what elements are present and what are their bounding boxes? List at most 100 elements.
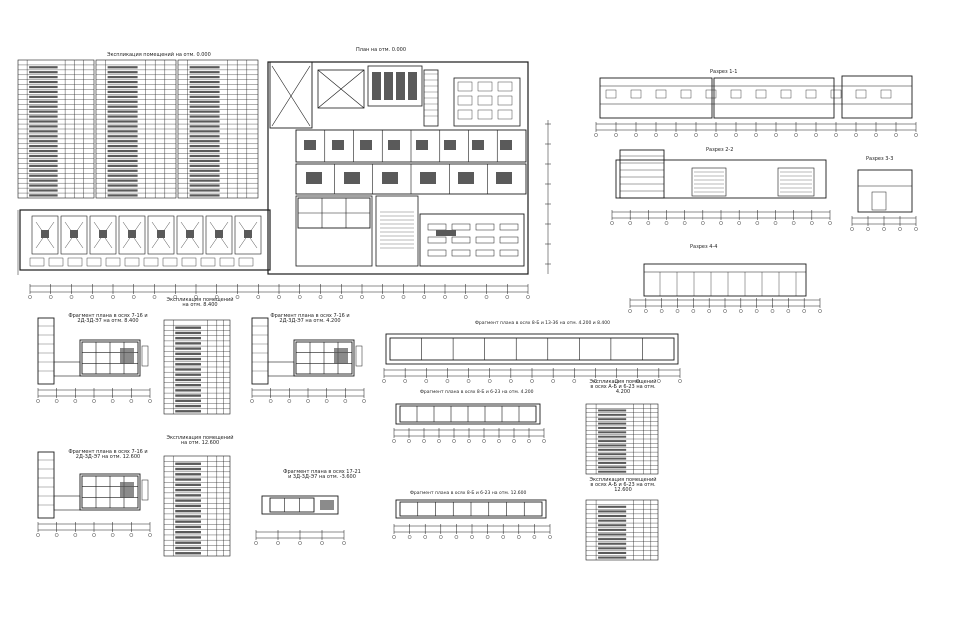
- axis-marker: [250, 399, 254, 403]
- west-wing-cell: [200, 257, 216, 267]
- axis-marker: [527, 439, 531, 443]
- axis-marker: [484, 295, 489, 299]
- axis-marker: [674, 133, 678, 137]
- table-cell-text: [107, 179, 138, 182]
- table-cell-text: [175, 378, 201, 382]
- axis-marker: [318, 295, 323, 299]
- axis-marker: [36, 399, 40, 403]
- axis-marker: [423, 535, 428, 539]
- window: [780, 89, 792, 99]
- section-1-1: [594, 75, 918, 137]
- axis-marker: [694, 133, 698, 137]
- strip-2-dimensions: [392, 428, 546, 443]
- west-wing-cell: [162, 257, 178, 267]
- equipment-block: [372, 72, 381, 100]
- table-cell-text: [598, 435, 627, 438]
- table-cell-text: [189, 90, 220, 94]
- fragment-plan-4: [254, 495, 346, 545]
- axis-marker: [834, 133, 838, 137]
- west-wing-cell: [143, 257, 159, 267]
- west-wing-cell: [67, 257, 83, 267]
- axis-marker: [36, 533, 40, 537]
- room-fixture: [416, 140, 428, 150]
- axis-marker: [152, 295, 157, 299]
- axis-marker: [773, 221, 778, 225]
- table-cell-text: [598, 510, 627, 513]
- axis-marker: [894, 133, 898, 137]
- table-cell-text: [175, 331, 201, 335]
- building-outline: [267, 61, 529, 275]
- table-cell-text: [175, 410, 201, 413]
- table-cell-text: [189, 95, 220, 98]
- table-cell-text: [107, 125, 138, 128]
- schedule-table-1: [163, 319, 231, 415]
- table-cell-text: [107, 76, 138, 79]
- axis-marker: [818, 309, 822, 313]
- table-cell-text: [107, 80, 138, 84]
- table-cell-text: [29, 164, 58, 167]
- axis-marker: [614, 379, 619, 383]
- fragment-annex: [355, 345, 363, 367]
- table-cell-text: [598, 413, 627, 416]
- fragment-plan-1: [36, 317, 152, 403]
- fragment-1-title: Фрагмент плана в осях 7-16 и 2Д-3Д-Э7 на…: [68, 313, 148, 324]
- axis-marker: [770, 309, 775, 313]
- axis-marker: [874, 133, 878, 137]
- axis-marker: [324, 399, 329, 403]
- west-wing-cell: [219, 257, 235, 267]
- axis-marker: [148, 399, 152, 403]
- table-cell-text: [189, 194, 220, 197]
- table-cell-text: [175, 504, 201, 508]
- fragment-dimensions: [36, 522, 152, 537]
- axis-marker: [719, 221, 723, 225]
- table-cell-text: [175, 520, 201, 523]
- axis-marker: [866, 227, 870, 231]
- table-cell-text: [175, 352, 201, 355]
- table-cell-text: [107, 66, 138, 69]
- axis-marker: [678, 379, 682, 383]
- schedule-column-2: [95, 59, 177, 199]
- table-cell-text: [175, 462, 201, 465]
- table-cell-text: [189, 80, 220, 84]
- axis-marker: [497, 439, 501, 443]
- table-cell-text: [175, 552, 201, 555]
- axis-marker: [739, 309, 743, 313]
- fragment-rooms: [79, 473, 141, 511]
- axis-marker: [90, 295, 95, 299]
- table-cell-text: [189, 125, 220, 128]
- main-plan-title: План на отм. 0.000: [356, 47, 407, 53]
- axis-marker: [802, 309, 806, 313]
- axis-marker: [635, 379, 640, 383]
- strip-body: [395, 499, 547, 519]
- axis-marker: [505, 295, 510, 299]
- schedule-table-5: [585, 499, 659, 561]
- table-cell-text: [598, 515, 627, 518]
- axis-marker: [466, 379, 471, 383]
- table-cell-text: [175, 499, 201, 502]
- axis-marker: [914, 133, 918, 137]
- fragment-connector: [53, 361, 81, 377]
- table-cell-text: [175, 368, 201, 371]
- axis-marker: [438, 535, 443, 539]
- axis-marker: [810, 221, 814, 225]
- room-block: [269, 497, 315, 513]
- hall-bench: [427, 236, 447, 244]
- window: [805, 89, 817, 99]
- axis-marker: [463, 295, 468, 299]
- table-cell-text: [107, 135, 138, 138]
- window: [855, 89, 867, 99]
- axis-marker: [362, 399, 366, 403]
- schedule-3-title: Экспликация помещений на отм. 12.600: [166, 435, 234, 446]
- axis-marker: [360, 295, 364, 299]
- table-cell-text: [189, 76, 220, 79]
- axis-marker: [854, 133, 858, 137]
- table-cell-text: [175, 404, 201, 408]
- axis-marker: [786, 309, 791, 313]
- table-cell-text: [598, 440, 627, 443]
- strip-3-dimensions: [392, 524, 552, 539]
- axis-marker: [737, 221, 741, 225]
- axis-marker: [814, 133, 818, 137]
- section-2-2: [610, 149, 832, 225]
- west-wing-cell: [48, 257, 64, 267]
- window: [730, 89, 742, 99]
